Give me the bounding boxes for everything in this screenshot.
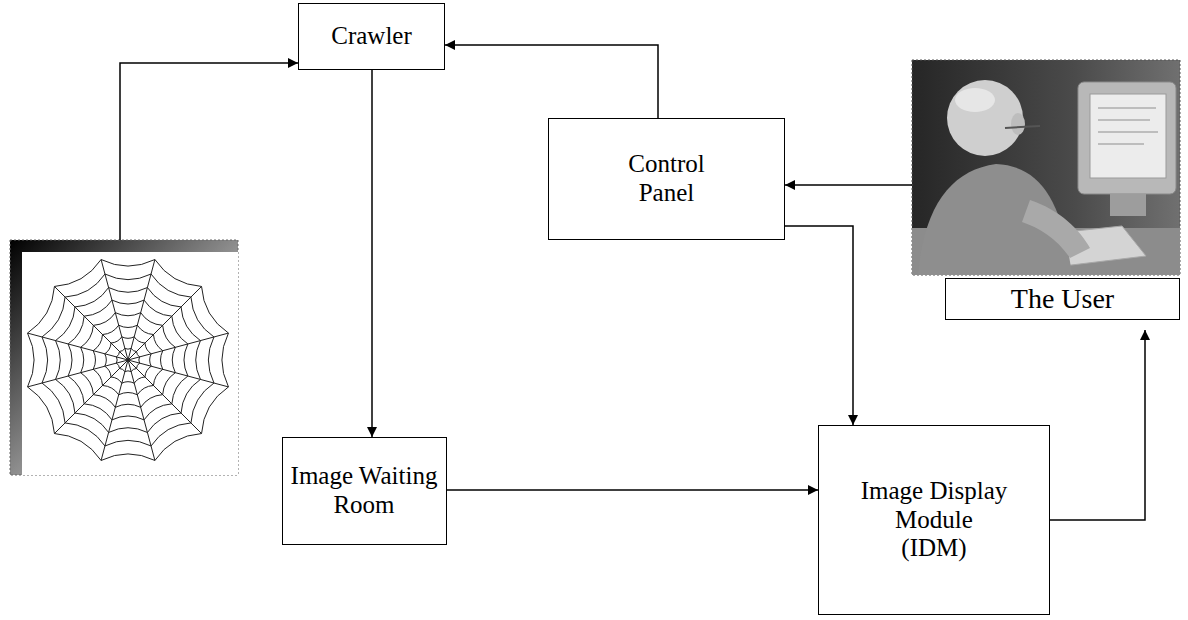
- user-arm: [1022, 200, 1090, 258]
- flow-arrow: [785, 184, 912, 186]
- flow-arrow: [447, 489, 819, 491]
- monitor-screen: [1090, 94, 1166, 178]
- box-label: Image Waiting Room: [284, 462, 444, 520]
- box-label: Image Display Module (IDM): [860, 477, 1008, 563]
- process-box: Crawler: [298, 3, 445, 70]
- web-to-crawler-arrow: [120, 63, 298, 240]
- user-ear: [1011, 113, 1025, 135]
- monitor-body: [1078, 82, 1176, 194]
- user-photo: [912, 60, 1180, 275]
- web-ring: [56, 288, 201, 433]
- web-ring: [105, 337, 151, 383]
- flow-arrow: [371, 70, 373, 437]
- flow-arrow: [1050, 330, 1145, 520]
- monitor-stand: [1110, 194, 1146, 216]
- web-ring: [42, 274, 214, 446]
- process-box: Control Panel: [548, 118, 785, 240]
- head-highlight: [955, 88, 995, 112]
- process-box: Image Display Module (IDM): [818, 425, 1050, 615]
- box-label: Crawler: [331, 22, 412, 51]
- box-label: Control Panel: [612, 150, 722, 208]
- glasses: [1005, 126, 1040, 128]
- web-frame: [10, 240, 238, 475]
- web-ring: [81, 313, 176, 408]
- user-head: [947, 80, 1023, 156]
- flow-arrow: [785, 226, 853, 425]
- photo-ground: [912, 60, 1180, 275]
- web-ring: [28, 260, 229, 461]
- web-ring: [68, 300, 188, 420]
- web-ring: [93, 325, 163, 395]
- web-ground: [22, 252, 238, 475]
- user-node: The User: [912, 60, 1180, 320]
- spider-web: [28, 260, 229, 461]
- web-ring: [116, 348, 139, 371]
- user-label: The User: [945, 278, 1180, 320]
- process-box: Image Waiting Room: [282, 437, 447, 545]
- flow-arrow: [445, 45, 658, 118]
- web-picture: [10, 240, 238, 475]
- screen-lines: [1098, 108, 1158, 144]
